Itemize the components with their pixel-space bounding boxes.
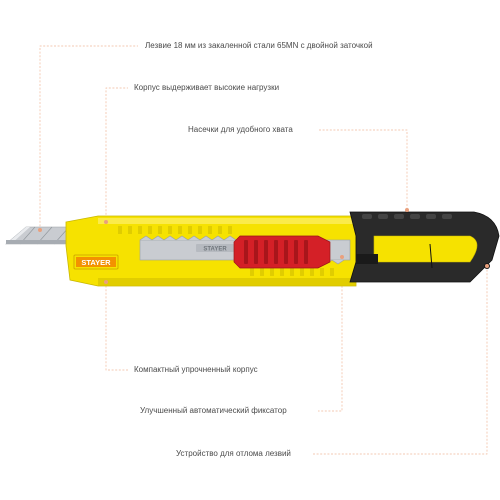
caption-breaker: Устройство для отлома лезвий xyxy=(176,449,291,458)
leader-compact xyxy=(105,282,128,371)
dot-load xyxy=(104,220,108,224)
leader-breaker xyxy=(312,266,488,455)
grip xyxy=(349,211,500,283)
caption-compact: Компактный упрочненный корпус xyxy=(134,365,258,374)
dot-compact xyxy=(104,280,108,284)
leader-dots xyxy=(38,208,489,284)
dot-grip xyxy=(405,208,409,212)
leader-blade xyxy=(39,45,138,230)
caption-load: Корпус выдерживает высокие нагрузки xyxy=(134,83,280,92)
grip-notches xyxy=(362,214,452,219)
caption-grip: Насечки для удобного хвата xyxy=(188,125,293,134)
leader-lines xyxy=(39,45,488,455)
caption-lock: Улучшенный автоматический фиксатор xyxy=(140,406,287,415)
slider-ribs xyxy=(244,240,308,264)
stayer-logo: STAYER xyxy=(73,254,119,270)
slider xyxy=(233,235,331,269)
leader-grip xyxy=(319,129,408,210)
dot-blade xyxy=(38,228,42,232)
logo-text: STAYER xyxy=(81,258,111,267)
track-logo: STAYER xyxy=(203,247,227,253)
dot-lock xyxy=(340,255,344,259)
leader-lock xyxy=(318,257,343,412)
dot-breaker xyxy=(485,264,489,268)
body-ribs-top xyxy=(118,226,232,234)
caption-blade: Лезвие 18 мм из закаленной стали 65MN с … xyxy=(145,41,373,50)
body-ribs-bottom xyxy=(250,268,334,276)
leader-load xyxy=(105,87,128,222)
